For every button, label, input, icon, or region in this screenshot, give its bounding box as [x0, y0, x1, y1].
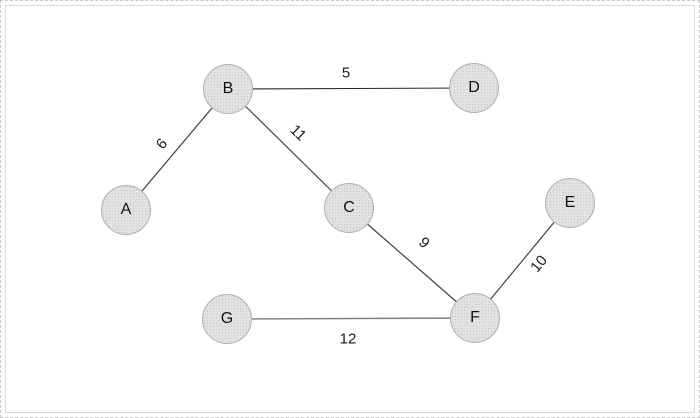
node-D: D: [449, 63, 499, 113]
edge-B-D: [227, 87, 475, 90]
edge-A-B: [125, 88, 229, 211]
node-A: A: [101, 185, 151, 235]
node-label: E: [564, 194, 576, 211]
node-label: A: [120, 201, 132, 218]
node-C: C: [324, 183, 374, 233]
edge-weight-G-F: 12: [339, 330, 357, 348]
edge-G-F: [226, 317, 476, 320]
node-G: G: [202, 294, 252, 344]
node-label: G: [220, 310, 234, 327]
edge-B-C: [227, 88, 350, 209]
node-label: C: [343, 199, 355, 216]
node-label: D: [468, 79, 480, 96]
node-F: F: [450, 293, 500, 343]
node-label: B: [222, 80, 234, 97]
node-B: B: [203, 64, 253, 114]
edge-weight-B-D: 5: [341, 64, 351, 82]
edge-C-F: [348, 207, 476, 319]
node-E: E: [545, 178, 595, 228]
node-label: F: [470, 309, 480, 326]
